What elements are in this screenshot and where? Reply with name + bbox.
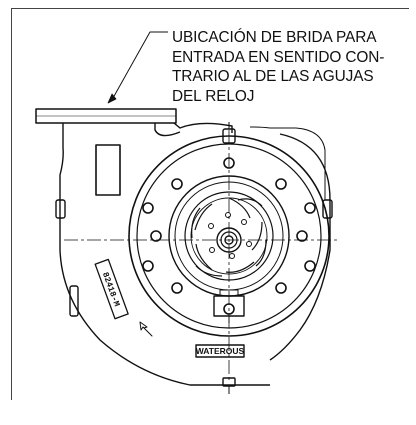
frame-border-top <box>11 8 409 9</box>
flange-location-callout: UBICACIÓN DE BRIDA PARA ENTRADA EN SENTI… <box>172 28 408 106</box>
part-tag-box <box>94 258 129 320</box>
callout-leader-line <box>112 31 168 99</box>
nameplate-label: WATEROUS <box>196 346 245 356</box>
impeller-vanes <box>191 197 267 277</box>
nameplate-box <box>195 344 245 358</box>
part-number-label: 82418-M <box>100 271 122 308</box>
callout-arrowhead <box>107 93 117 104</box>
callout-line-1: UBICACIÓN DE BRIDA PARA <box>172 29 377 46</box>
impeller-balance-holes <box>208 212 252 259</box>
callout-line-2: ENTRADA EN SENTIDO CON- <box>172 48 385 66</box>
rotation-arrow <box>139 321 153 337</box>
volute-casing <box>269 133 331 361</box>
discharge-neck <box>59 123 270 386</box>
inspection-slot <box>95 144 121 196</box>
callout-line-3: TRARIO AL DE LAS AGUJAS <box>172 68 374 85</box>
frame-border-left <box>11 8 12 400</box>
side-lug-left <box>55 199 66 219</box>
callout-line-4: DEL RELOJ <box>172 87 255 105</box>
side-lug-left-lower <box>69 285 79 317</box>
